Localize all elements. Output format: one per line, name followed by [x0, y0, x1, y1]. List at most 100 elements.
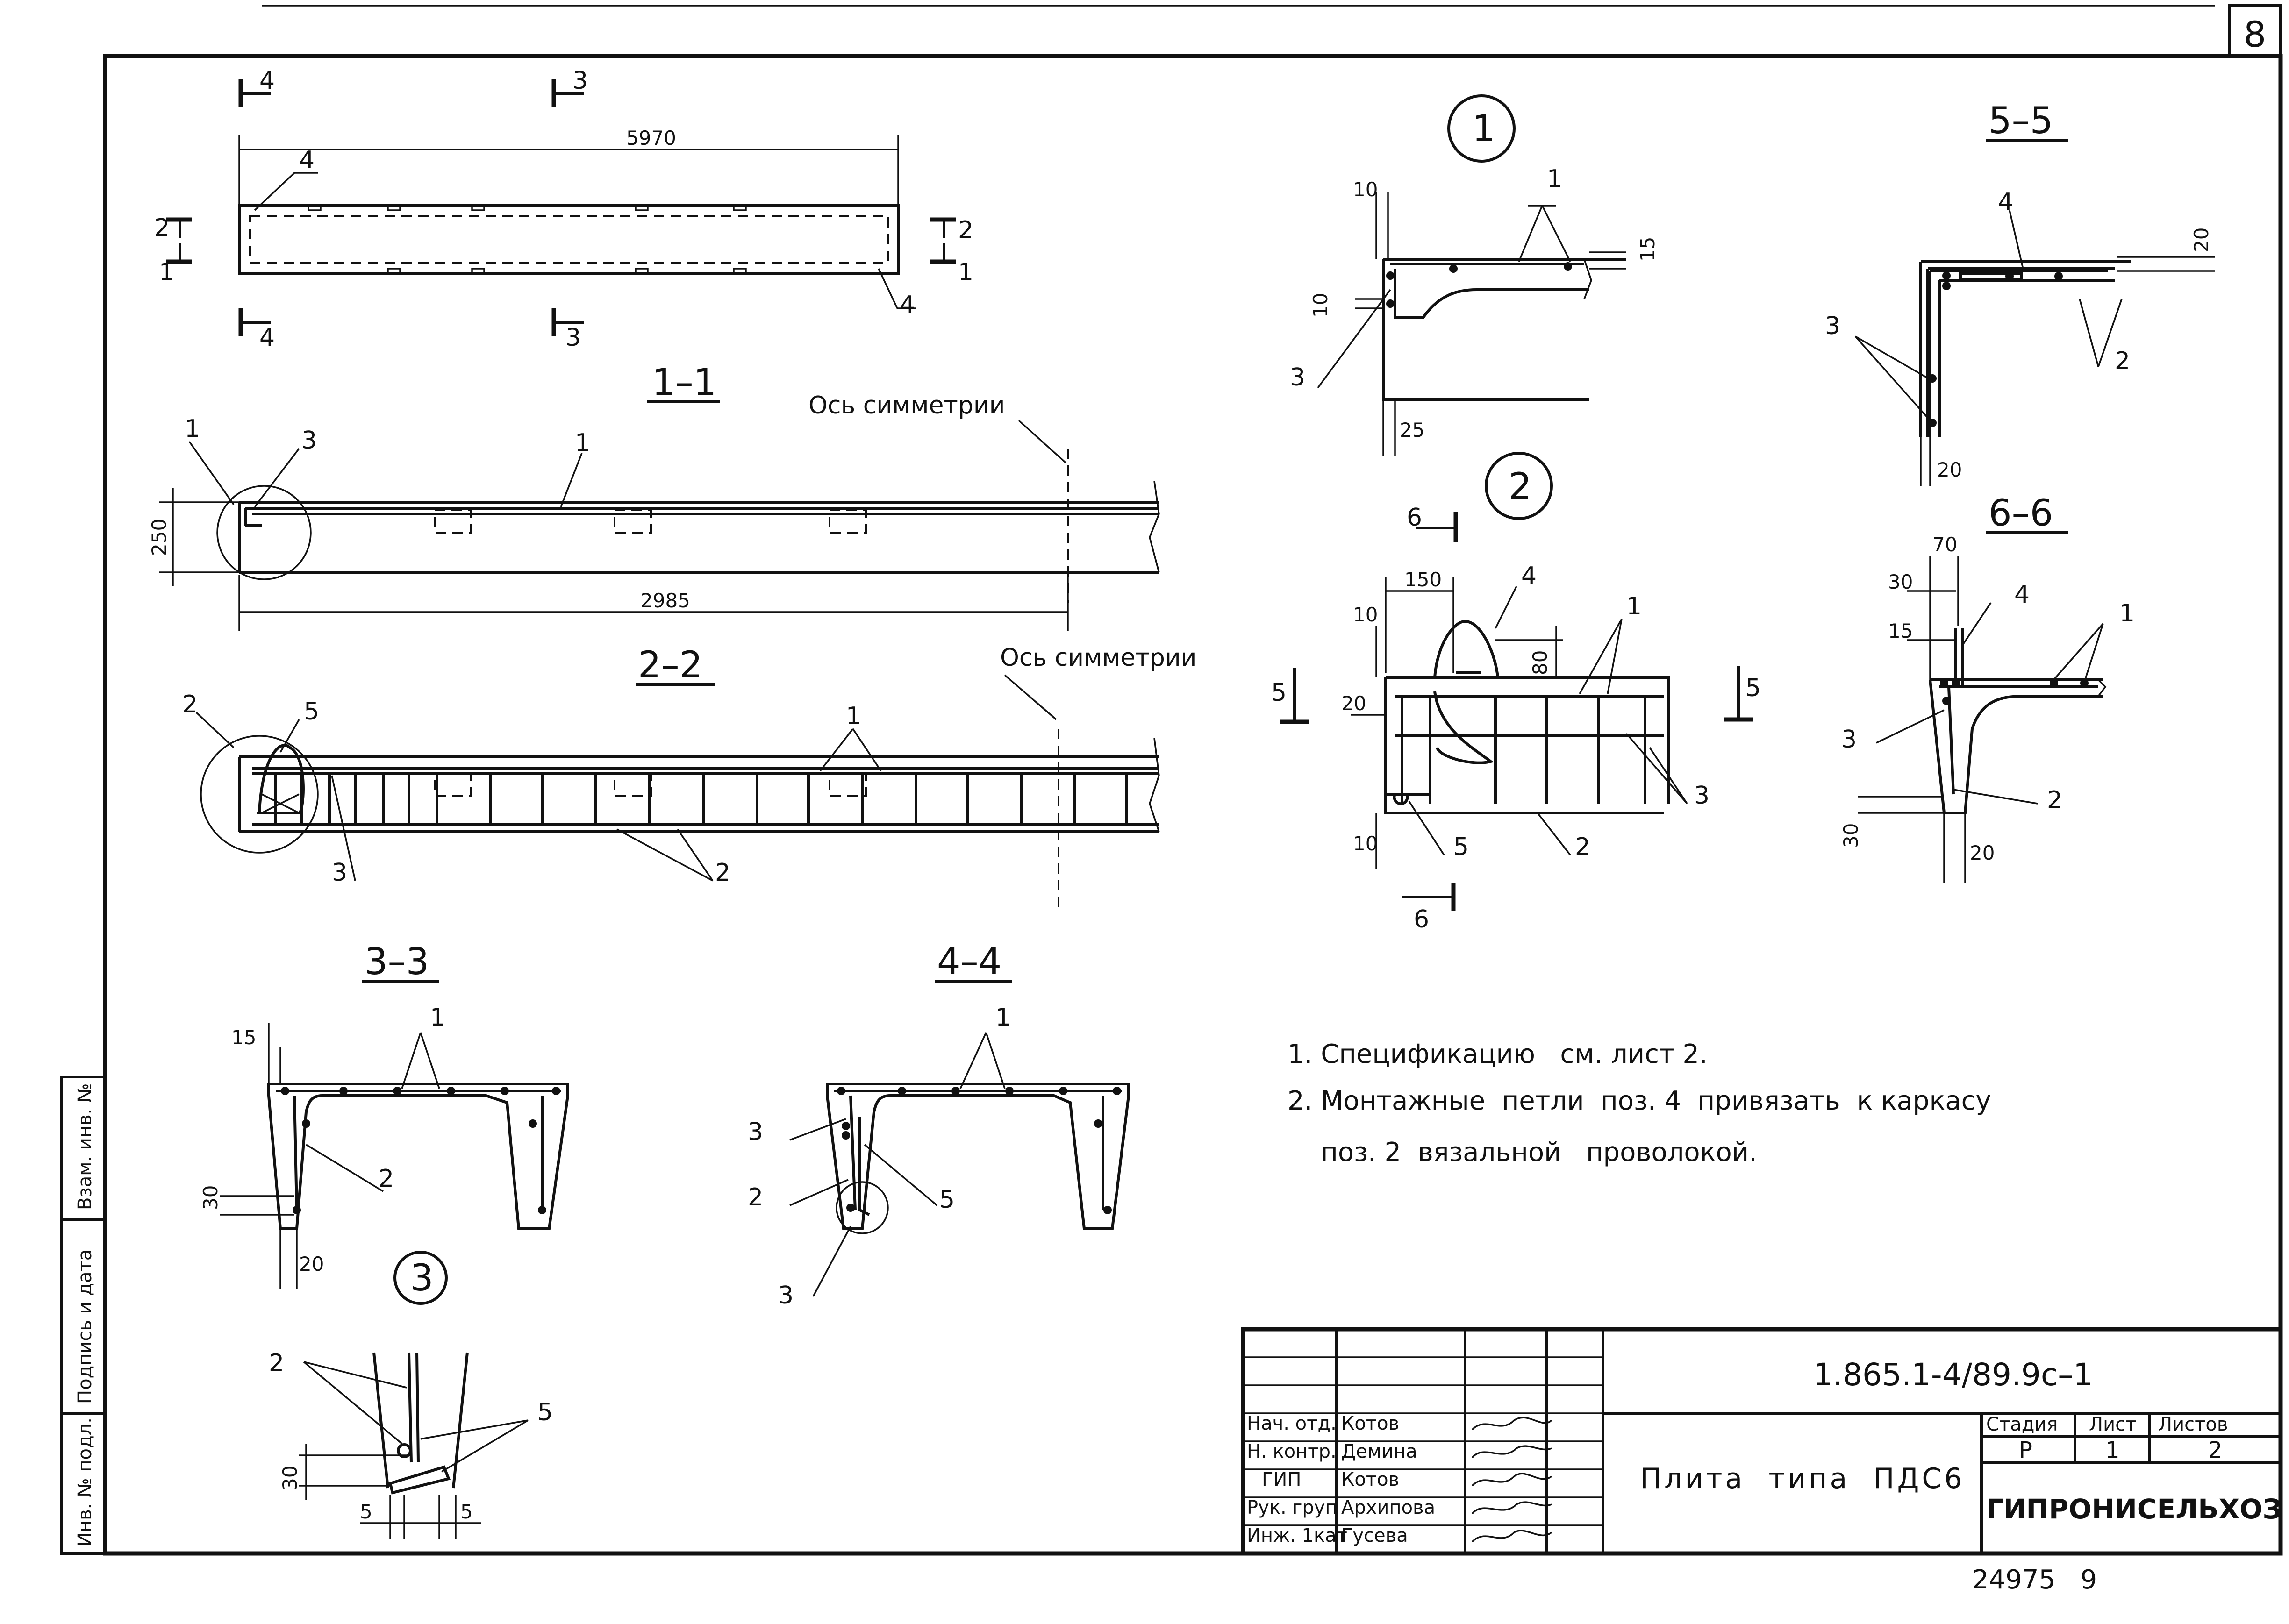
cut-4-bottom: 4 [259, 324, 275, 352]
section-2-2-pos-3: 3 [332, 859, 347, 887]
plan-view: 5970 4 3 4 3 2 1 2 1 4 4 [154, 67, 973, 352]
node-1-marker: 1 [1472, 108, 1495, 150]
staff-name-4: Архипова [1341, 1497, 1435, 1518]
section-2-2-pos-2-left: 2 [182, 691, 198, 719]
node-3-dim-30: 30 [279, 1466, 301, 1490]
section-4-4-pos-3-top: 3 [748, 1118, 763, 1146]
cut-1-left: 1 [159, 258, 174, 286]
section-5-5: 5–5 4 3 2 20 20 [1825, 100, 2215, 486]
section-2-2-pos-1: 1 [846, 702, 861, 730]
general-notes: 1. Спецификацию см. лист 2. 2. Монтажные… [1288, 1039, 1991, 1168]
section-6-6: 6–6 4 1 3 2 70 30 15 30 20 [1839, 492, 2135, 883]
section-5-5-pos-3: 3 [1825, 312, 1840, 340]
staff-name-3: Котов [1341, 1469, 1399, 1490]
node-2-pos-2: 2 [1575, 833, 1590, 861]
section-4-4-pos-3-bottom: 3 [778, 1282, 794, 1310]
product-name: Плита типа ПДС6 [1640, 1462, 1965, 1495]
side-stamp: Взам. инв. № Подпись и дата Инв. № подл. [60, 1076, 107, 1555]
node-2-cut-6-bottom: 6 [1414, 905, 1429, 933]
sheet-frame: 8 [103, 4, 2283, 1556]
node-2-marker: 2 [1509, 466, 1532, 508]
section-1-1: 1–1 Ось симметрии 250 2985 1 3 1 [148, 362, 1160, 631]
section-1-1-pos-1-left: 1 [185, 415, 200, 443]
section-3-3-dim-20: 20 [299, 1253, 324, 1275]
note-3: поз. 2 вязальной проволокой. [1288, 1137, 1757, 1168]
note-1: 1. Спецификацию см. лист 2. [1288, 1039, 1708, 1069]
plan-length-dim: 5970 [626, 127, 676, 150]
section-5-5-pos-4: 4 [1998, 188, 2013, 216]
section-6-6-pos-3: 3 [1841, 726, 1857, 754]
section-2-2-title: 2–2 [638, 644, 702, 686]
sheet-header: Лист [2089, 1414, 2136, 1435]
node-2-dim-10-bottom: 10 [1353, 832, 1378, 855]
node-2-pos-3: 3 [1694, 782, 1710, 810]
note-2: 2. Монтажные петли поз. 4 привязать к ка… [1288, 1086, 1991, 1116]
archive-number: 24975 9 [1972, 1565, 2097, 1595]
sheet-number: 8 [2244, 14, 2266, 55]
section-4-4: 4–4 1 3 2 5 3 [748, 941, 1130, 1310]
section-6-6-dim-30: 30 [1888, 570, 1913, 593]
section-6-6-pos-1: 1 [2119, 599, 2135, 627]
section-6-6-pos-2: 2 [2047, 786, 2062, 814]
signatures [1471, 1417, 1552, 1543]
cut-3-bottom: 3 [565, 324, 581, 352]
node-2-dim-10: 10 [1353, 603, 1378, 626]
staff-role-2: Н. контр. [1247, 1441, 1337, 1462]
node-2-dim-80: 80 [1529, 650, 1552, 675]
sheets-value: 2 [2208, 1437, 2223, 1463]
section-2-2-pos-2-bottom: 2 [715, 859, 730, 887]
node-2-cut-5-left: 5 [1271, 679, 1287, 707]
node-2-dim-150: 150 [1404, 568, 1442, 591]
staff-role-4: Рук. груп [1247, 1497, 1338, 1518]
node-3-pos-2: 2 [269, 1349, 284, 1377]
stamp-original-inventory: Инв. № подл. [74, 1417, 96, 1546]
node-2-cut-6-top: 6 [1407, 504, 1422, 532]
section-4-4-title: 4–4 [937, 941, 1001, 983]
node-3-pos-5: 5 [537, 1398, 553, 1426]
section-6-6-title: 6–6 [1989, 492, 2053, 534]
section-1-1-pos-1-mid: 1 [575, 429, 590, 457]
node-2-pos-5: 5 [1453, 833, 1469, 861]
staff-role-1: Нач. отд. [1247, 1413, 1337, 1434]
node-1-pos-1: 1 [1547, 165, 1562, 193]
section-6-6-pos-4: 4 [2014, 581, 2030, 609]
cut-3-top: 3 [572, 67, 588, 95]
section-6-6-dim-70: 70 [1932, 533, 1957, 556]
section-5-5-dim-20-right: 20 [2190, 228, 2213, 252]
section-5-5-dim-20-bottom: 20 [1937, 458, 1962, 481]
section-3-3-dim-30: 30 [199, 1185, 222, 1210]
staff-name-1: Котов [1341, 1413, 1399, 1434]
section-3-3-dim-15: 15 [231, 1026, 256, 1049]
section-4-4-pos-5: 5 [939, 1186, 955, 1214]
organization: ГИПРОНИСЕЛЬХОЗ [1986, 1493, 2282, 1525]
section-5-5-pos-2: 2 [2115, 347, 2130, 375]
node-2-pos-4: 4 [1521, 562, 1537, 590]
node-3-marker: 3 [410, 1257, 434, 1299]
cut-1-right: 1 [958, 258, 973, 286]
section-1-1-height-dim: 250 [148, 519, 171, 556]
staff-role-5: Инж. 1кат [1247, 1525, 1347, 1546]
section-5-5-title: 5–5 [1989, 100, 2053, 142]
section-1-1-half-dim: 2985 [640, 589, 690, 612]
section-6-6-dim-30-bottom: 30 [1839, 823, 1862, 848]
section-2-2: 2–2 Ось симметрии 2 5 [182, 644, 1196, 911]
title-block: Нач. отд. Котов Н. контр. Демина ГИП Кот… [1241, 1327, 2283, 1556]
staff-role-3: ГИП [1262, 1469, 1301, 1490]
node-2-cut-5-right: 5 [1745, 674, 1761, 702]
section-1-1-pos-3: 3 [301, 427, 317, 455]
sheets-header: Листов [2158, 1414, 2228, 1435]
staff-name-2: Демина [1341, 1441, 1417, 1462]
section-6-6-dim-20: 20 [1970, 841, 1995, 864]
section-2-2-pos-5: 5 [304, 698, 319, 726]
section-1-1-title: 1–1 [652, 362, 716, 404]
node-3-dim-5-right: 5 [460, 1500, 473, 1523]
section-6-6-dim-15: 15 [1888, 620, 1913, 642]
section-2-2-axis-label: Ось симметрии [1000, 644, 1196, 672]
cut-2-right: 2 [958, 216, 973, 244]
document-code: 1.865.1-4/89.9с–1 [1813, 1357, 2093, 1393]
node-2-dim-20: 20 [1341, 692, 1366, 715]
node-1-pos-3: 3 [1290, 363, 1305, 392]
sheet-value: 1 [2105, 1437, 2120, 1463]
section-3-3: 3–3 1 2 15 30 20 [199, 941, 569, 1289]
